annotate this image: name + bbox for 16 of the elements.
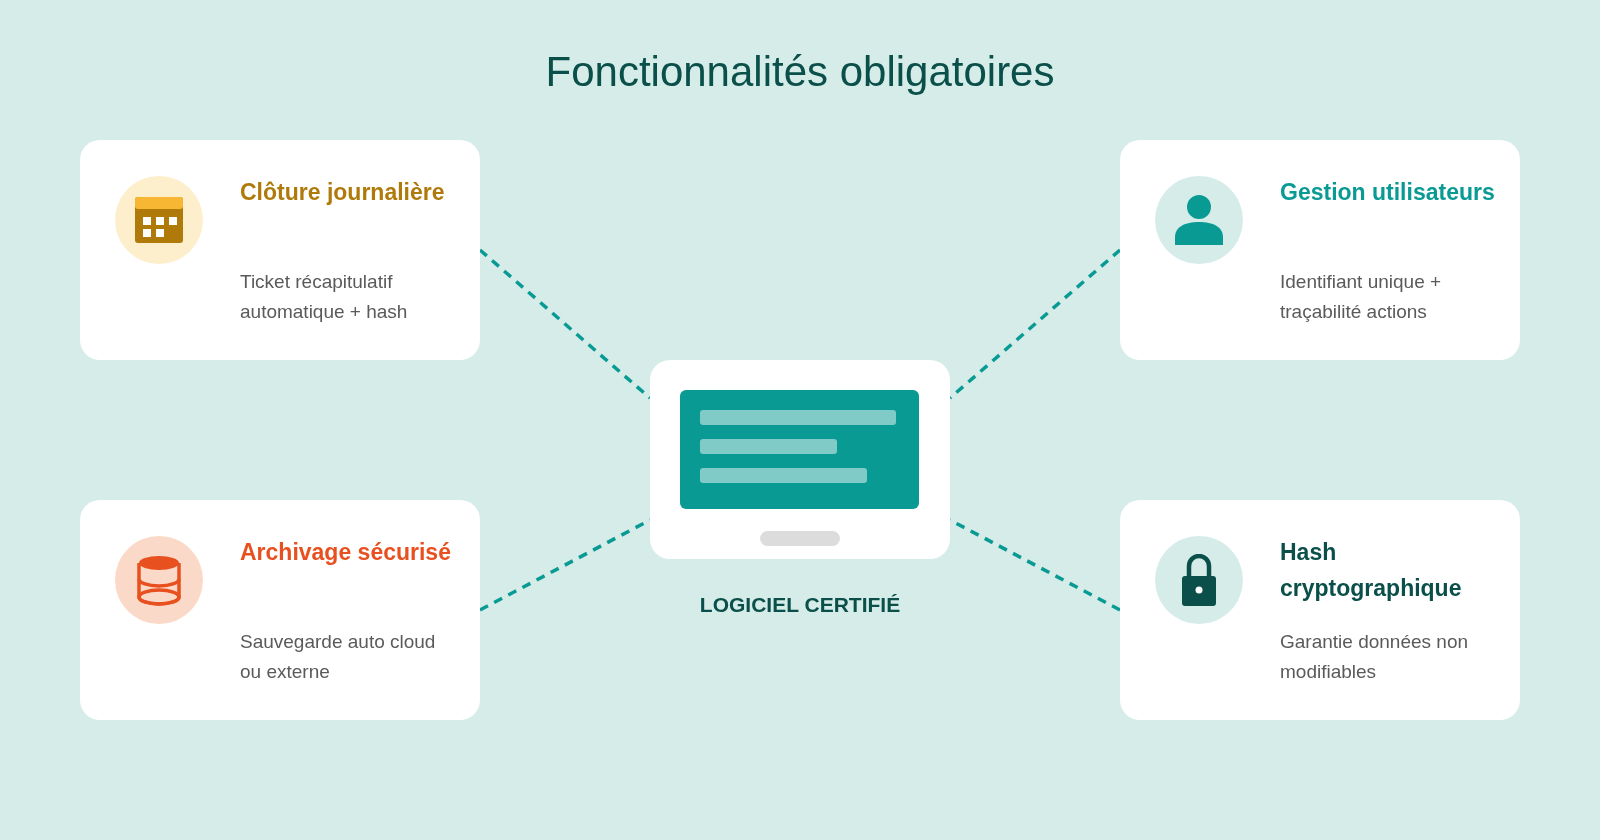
diagram-title: Fonctionnalités obligatoires	[545, 48, 1055, 96]
card-heading: Archivage sécurisé	[240, 538, 452, 567]
card-description: Garantie données non modifiables	[1280, 630, 1470, 684]
dashed-connector	[948, 248, 1122, 400]
card-heading: Gestion utilisateurs	[1280, 178, 1496, 207]
card-heading: Hash cryptographique	[1280, 538, 1463, 603]
dashed-connector	[478, 248, 652, 400]
card-description: Sauvegarde auto cloud ou externe	[240, 630, 437, 684]
node-label: LOGICIEL CERTIFIÉ	[698, 592, 902, 618]
feature-card	[80, 140, 480, 360]
card-heading: Clôture journalière	[240, 178, 446, 207]
feature-card	[1120, 500, 1520, 720]
feature-card	[80, 500, 480, 720]
card-description: Identifiant unique + traçabilité actions	[1280, 270, 1443, 324]
feature-card	[1120, 140, 1520, 360]
card-description: Ticket récapitulatif automatique + hash	[240, 270, 409, 324]
